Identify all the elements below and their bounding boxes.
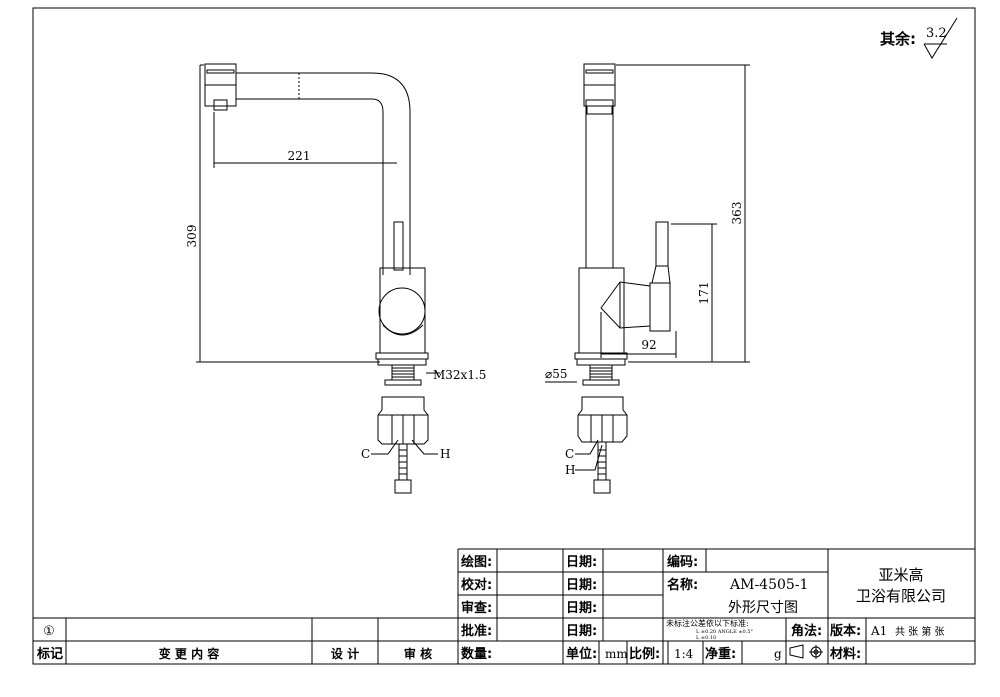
label-mark: 标记 <box>36 646 63 662</box>
label-checked: 校对: <box>461 577 492 593</box>
label-weight: 净重: <box>705 646 736 662</box>
label-approved: 批准: <box>461 623 492 639</box>
label-date-2: 日期: <box>566 578 597 593</box>
company-line2: 卫浴有限公司 <box>856 587 946 605</box>
dimensions-side-view <box>196 65 440 373</box>
label-name: 名称: <box>667 577 698 593</box>
label-date-1: 日期: <box>566 555 597 570</box>
label-design: 设 计 <box>331 646 359 661</box>
tolerance-note: 未标注公差依以下标准: <box>666 618 749 628</box>
roughness-symbol: 其余: 3.2 <box>880 18 957 58</box>
dimension-handle-height: 171 <box>697 282 711 305</box>
dimension-thread: M32x1.5 <box>433 368 486 382</box>
value-unit: mm <box>605 647 628 661</box>
label-quantity: 数量: <box>461 646 492 662</box>
value-version: A1 <box>870 624 887 638</box>
label-angle: 角法: <box>791 623 822 639</box>
label-code: 编码: <box>667 554 698 570</box>
roughness-label: 其余: <box>880 30 916 48</box>
tolerance-detail-1: L ±0.20 ANGLE ±0.5° <box>696 629 754 635</box>
dimension-base-diameter: ⌀55 <box>545 367 568 381</box>
part-number: AM-4505-1 <box>729 577 808 593</box>
label-reviewed: 审查: <box>461 600 492 616</box>
value-weight-unit: g <box>774 647 782 661</box>
label-date-3: 日期: <box>566 601 597 616</box>
label-scale: 比例: <box>629 646 660 662</box>
drawing-title: 外形尺寸图 <box>728 600 798 616</box>
label-material: 材料: <box>830 646 861 662</box>
label-drawn: 绘图: <box>461 554 492 570</box>
label-date-4: 日期: <box>566 624 597 639</box>
hose-label-left-h: H <box>440 447 450 461</box>
dimensions-front-view <box>545 65 750 382</box>
hose-label-left-c: C <box>361 447 370 461</box>
label-audit: 审 核 <box>404 646 432 661</box>
hose-label-right-h: H <box>565 463 575 477</box>
revision-symbol: ① <box>43 624 55 639</box>
tolerance-detail-2: L ±0.10 <box>696 635 716 641</box>
value-scale: 1:4 <box>674 647 694 661</box>
sheets-text: 共 张 第 张 <box>895 625 945 638</box>
label-version: 版本: <box>830 623 861 639</box>
label-unit: 单位: <box>566 646 597 662</box>
faucet-front-view <box>575 64 670 493</box>
faucet-side-view <box>205 64 438 493</box>
dimension-handle-offset: 92 <box>641 338 656 352</box>
label-change-content: 变 更 内 容 <box>159 646 220 661</box>
dimension-spout-reach: 221 <box>288 149 311 163</box>
title-block <box>33 549 975 664</box>
drawing-frame <box>33 8 975 664</box>
roughness-value: 3.2 <box>926 26 947 41</box>
dimension-height-total: 363 <box>730 202 744 225</box>
dimension-height-left: 309 <box>185 225 199 248</box>
hose-label-right-c: C <box>565 447 574 461</box>
company-line1: 亚米高 <box>878 566 923 584</box>
